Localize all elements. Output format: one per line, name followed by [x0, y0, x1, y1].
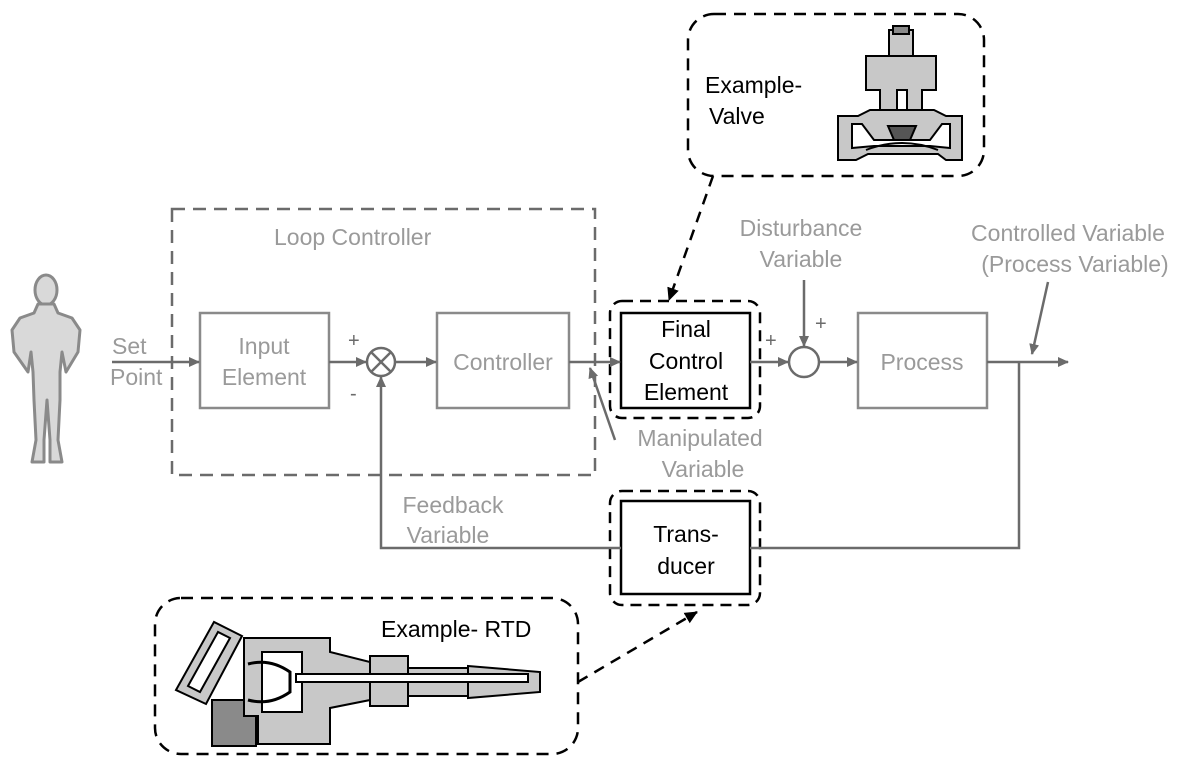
rtd-callout-connector — [577, 610, 698, 684]
disturbance-summing-junction — [787, 345, 821, 379]
controller-label: Controller — [453, 349, 553, 375]
signal-lines — [112, 280, 1069, 550]
example-rtd-callout — [153, 596, 580, 756]
transducer-label-line2: ducer — [657, 553, 715, 579]
process-label: Process — [880, 349, 963, 375]
feedback-variable-label-line2: Variable — [407, 522, 490, 548]
valve-icon — [837, 25, 963, 161]
disturbance-label-line2: Variable — [760, 246, 843, 272]
example-valve-callout — [686, 12, 986, 178]
controlled-variable-label-line2: (Process Variable) — [981, 251, 1168, 277]
input-element-label-line2: Element — [222, 364, 307, 390]
set-point-label-line1: Set — [112, 333, 147, 359]
feedback-variable-label-line1: Feedback — [402, 492, 504, 518]
process-block — [856, 311, 989, 410]
set-point-label-line2: Point — [110, 364, 163, 390]
final-control-label-line3: Element — [644, 379, 729, 405]
final-control-label-line2: Control — [649, 348, 723, 374]
loop-controller-boundary — [170, 207, 597, 477]
example-valve-label-line2: Valve — [709, 103, 765, 129]
manipulated-variable-label-line2: Variable — [662, 456, 745, 482]
human-figure-icon — [10, 273, 82, 464]
input-element-label-line1: Input — [238, 333, 290, 359]
disturbance-plus-left: + — [765, 330, 777, 352]
example-rtd-label: Example- RTD — [381, 616, 531, 642]
sum-plus-sign: + — [348, 330, 360, 352]
valve-callout-connector — [667, 175, 715, 301]
rtd-sensor-icon — [174, 620, 541, 747]
transducer-block — [619, 499, 752, 596]
sum-minus-sign: - — [350, 383, 357, 405]
final-control-element-block — [619, 311, 752, 410]
manipulated-variable-label-line1: Manipulated — [637, 425, 762, 451]
controlled-variable-label-line1: Controlled Variable — [971, 220, 1165, 246]
transducer-label-line1: Trans- — [653, 521, 719, 547]
summing-junction-icon — [365, 346, 397, 378]
controller-block — [435, 311, 571, 410]
disturbance-label-line1: Disturbance — [740, 215, 863, 241]
input-element-block — [198, 311, 331, 410]
example-valve-label-line1: Example- — [705, 72, 802, 98]
final-control-label-line1: Final — [661, 316, 711, 342]
loop-controller-label: Loop Controller — [274, 224, 432, 250]
disturbance-plus-top: + — [815, 313, 827, 335]
final-control-element-highlight — [608, 299, 762, 420]
